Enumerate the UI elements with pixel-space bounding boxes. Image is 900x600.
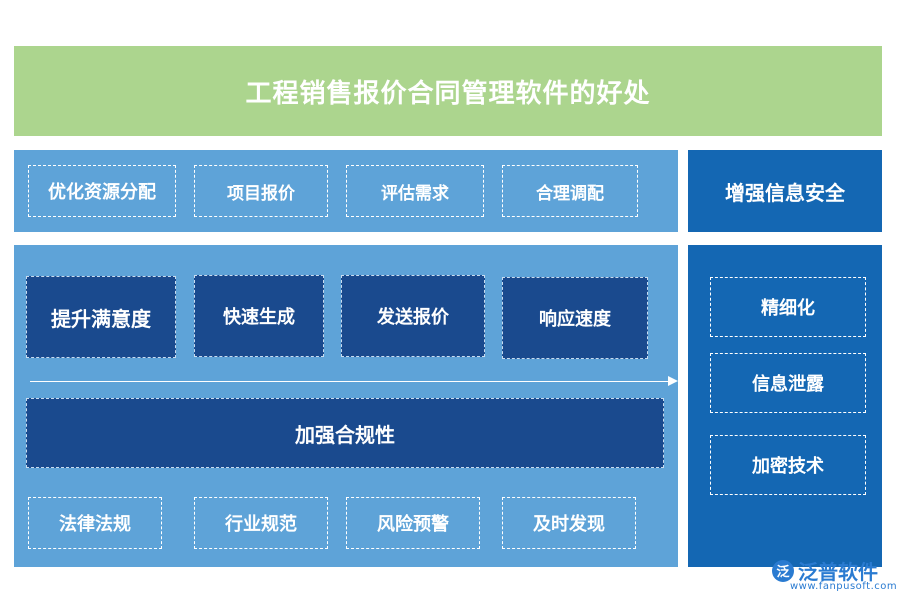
compliance-item-2: 行业规范 — [194, 497, 328, 549]
top-item-1: 优化资源分配 — [28, 165, 176, 217]
security-panel — [688, 245, 882, 567]
compliance-title: 加强合规性 — [26, 398, 664, 468]
security-item-3: 加密技术 — [710, 435, 866, 495]
arrow-right-icon — [668, 376, 678, 386]
satisfaction-item-2: 快速生成 — [194, 275, 324, 357]
logo-name: 泛普软件 — [798, 560, 878, 584]
satisfaction-item-4: 响应速度 — [502, 277, 648, 359]
security-item-1: 精细化 — [710, 277, 866, 337]
top-item-4: 合理调配 — [502, 165, 638, 217]
security-title: 增强信息安全 — [688, 150, 882, 232]
satisfaction-item-3: 发送报价 — [341, 275, 485, 357]
fanpu-logo: 泛 泛普软件 — [772, 556, 878, 585]
satisfaction-item-1: 提升满意度 — [26, 276, 176, 358]
compliance-item-1: 法律法规 — [28, 497, 162, 549]
diagram-title: 工程销售报价合同管理软件的好处 — [14, 46, 882, 136]
flow-arrow-line — [30, 381, 670, 382]
compliance-item-4: 及时发现 — [502, 497, 636, 549]
top-item-3: 评估需求 — [346, 165, 484, 217]
logo-url: www.fanpusoft.com — [790, 581, 898, 592]
fanpu-logo-icon: 泛 — [772, 559, 794, 582]
compliance-item-3: 风险预警 — [346, 497, 480, 549]
top-item-2: 项目报价 — [194, 165, 328, 217]
security-item-2: 信息泄露 — [710, 353, 866, 413]
